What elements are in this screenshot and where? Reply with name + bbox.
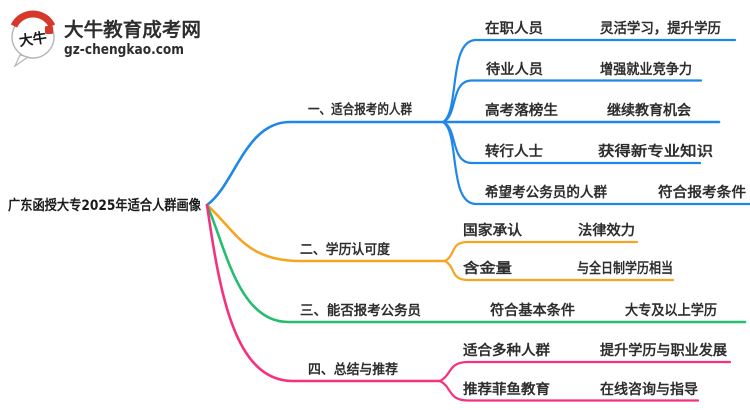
site-title: 大牛教育成考网	[64, 18, 201, 41]
branch-3-label: 三、能否报考公务员	[300, 302, 421, 319]
branch-2-child-2-keyword: 含金量	[463, 260, 512, 277]
branch-2-child-2-line	[443, 259, 675, 282]
branch-4-child-1-keyword: 适合多种人群	[463, 342, 550, 359]
site-domain: gz-chengkao.com	[64, 42, 184, 58]
branch-4-child-2-keyword: 推荐菲鱼教育	[463, 381, 550, 398]
branch-1-line	[205, 120, 721, 207]
site-logo[interactable]: 大牛 大牛教育成考网 gz-chengkao.com	[10, 10, 201, 68]
logo-seal-icon	[45, 26, 53, 34]
branch-3: 三、能否报考公务员 符合基本条件 大专及以上学历	[205, 203, 747, 324]
branch-1-child-3-description: 继续教育机会	[607, 102, 692, 119]
branch-4-child-2-description: 在线咨询与指导	[600, 381, 698, 398]
branch-3-line	[205, 203, 747, 324]
branch-4-label: 四、总结与推荐	[308, 361, 398, 378]
branch-1-child-2-description: 增强就业竞争力	[600, 61, 692, 78]
logo-icon-text: 大牛	[18, 29, 48, 50]
branch-1-child-4-description: 获得新专业知识	[598, 143, 713, 160]
branch-2-label: 二、学历认可度	[300, 241, 390, 258]
branch-2-child-1-line	[443, 240, 639, 263]
branch-1: 一、适合报考的人群 在职人员 灵活学习，提升学历 待业人员 增强就业竞争力 高考…	[205, 20, 750, 207]
branch-2-line	[205, 203, 447, 263]
branch-2-child-2-description: 与全日制学历相当	[577, 260, 673, 277]
branch-1-label: 一、适合报考的人群	[308, 101, 412, 118]
logo-bubble-tail	[13, 54, 30, 68]
branch-1-child-2-keyword: 待业人员	[486, 61, 543, 78]
branch-1-child-1-keyword: 在职人员	[485, 20, 543, 37]
branch-2-child-1-description: 法律效力	[578, 222, 635, 239]
branch-4-child-1-line	[438, 360, 732, 383]
branch-3-child-1-keyword: 符合基本条件	[489, 302, 575, 319]
branch-2-child-1-keyword: 国家承认	[463, 222, 523, 239]
branch-1-child-3-keyword: 高考落榜生	[485, 102, 558, 119]
branch-4-child-1-description: 提升学历与职业发展	[600, 342, 727, 359]
branch-1-child-5-description: 符合报考条件	[657, 184, 746, 201]
branch-4: 四、总结与推荐 适合多种人群 提升学历与职业发展 推荐菲鱼教育 在线咨询与指导	[205, 203, 732, 402]
branch-1-child-5-line	[441, 120, 750, 206]
branch-1-child-5-keyword: 希望考公务员的人群	[485, 184, 607, 201]
branch-1-child-1-line	[441, 38, 737, 124]
branch-1-child-1-description: 灵活学习，提升学历	[600, 20, 721, 37]
branch-4-child-2-line	[438, 379, 700, 402]
root-node-label: 广东函授大专2025年适合人群画像	[8, 197, 202, 214]
branch-4-line	[205, 203, 442, 383]
branch-1-child-2-line	[441, 79, 703, 124]
branch-1-child-4-keyword: 转行人士	[485, 143, 543, 160]
branch-3-child-1-description: 大专及以上学历	[625, 302, 717, 319]
logo-hat-icon	[10, 10, 56, 28]
branch-2: 二、学历认可度 国家承认 法律效力 含金量 与全日制学历相当	[205, 203, 675, 282]
